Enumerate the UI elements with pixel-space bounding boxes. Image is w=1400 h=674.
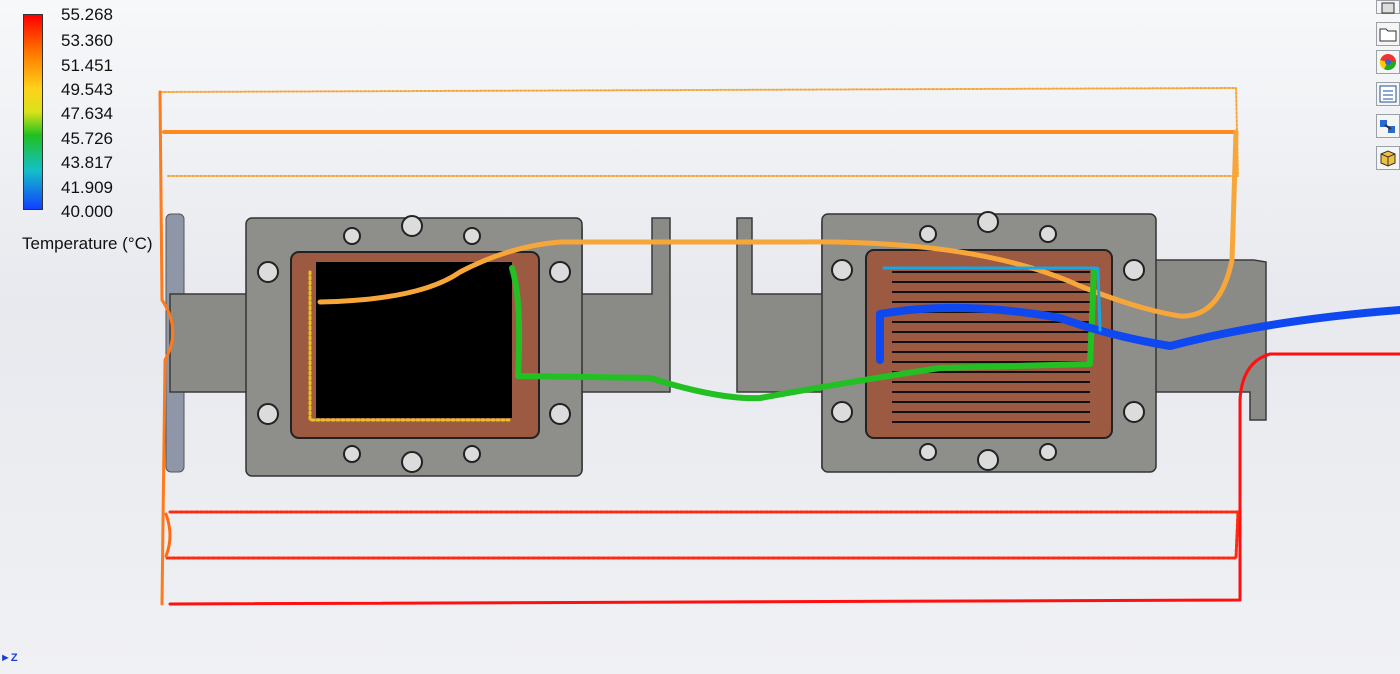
legend-title: Temperature (°C) (22, 234, 153, 253)
legend-tick: 49.543 (61, 80, 113, 99)
folder-icon[interactable] (1376, 22, 1400, 46)
legend-tick: 51.451 (61, 56, 113, 75)
streamline-red-inlet (168, 352, 1400, 606)
arrow-icon: ► (0, 652, 11, 664)
streamline-left-vertical (158, 90, 175, 606)
left-screw-holes (257, 215, 571, 473)
legend-tick: 45.726 (61, 129, 113, 148)
box-icon[interactable] (1376, 146, 1400, 170)
legend-tick: 40.000 (61, 202, 113, 221)
task-pane-toolbar (1372, 0, 1400, 178)
right-copper-base (865, 249, 1113, 439)
legend-tick: 55.268 (61, 5, 113, 24)
streamline-blue-fins (882, 266, 1102, 332)
legend-tick: 41.909 (61, 178, 113, 197)
streamline-orange-lower (164, 512, 172, 558)
legend-tick: 43.817 (61, 153, 113, 172)
temperature-legend[interactable]: 55.268 53.360 51.451 49.543 47.634 45.72… (0, 0, 200, 260)
appearance-icon[interactable] (1376, 50, 1400, 74)
legend-colorbar (23, 14, 43, 210)
streamline-green (509, 265, 1097, 402)
routing-icon[interactable] (1376, 114, 1400, 138)
left-chip (316, 262, 512, 418)
streamline-orange-chip (317, 129, 1239, 319)
view-cube-icon[interactable] (1376, 0, 1400, 14)
legend-tick: 53.360 (61, 31, 113, 50)
list-icon[interactable] (1376, 82, 1400, 106)
streamline-left-chip-edge (308, 270, 514, 422)
streamline-blue (876, 303, 1400, 364)
triad-axis-label: Z (10, 652, 18, 664)
coordinate-triad: ►Z (0, 652, 24, 666)
right-screw-holes (831, 211, 1145, 471)
streamline-red-lower (164, 510, 1240, 560)
legend-tick: 47.634 (61, 104, 113, 123)
